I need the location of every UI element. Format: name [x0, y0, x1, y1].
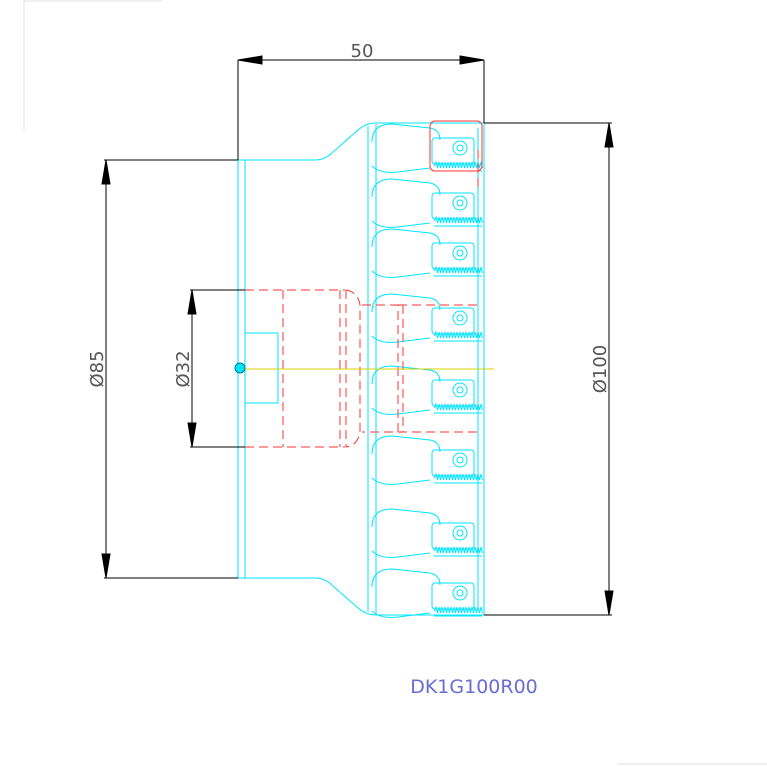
screw-head-icon [452, 452, 468, 468]
insert-seat [431, 242, 475, 270]
hidden-lines [245, 150, 479, 448]
flute-curve [371, 365, 441, 385]
flute-curve [371, 293, 441, 313]
insert-serration [433, 330, 483, 339]
screw-hole-icon [456, 529, 464, 537]
flute-curve [371, 610, 431, 618]
screw-head-icon [452, 525, 468, 541]
insert-serration [433, 402, 483, 411]
screw-hole-icon [456, 144, 464, 152]
flute-curve [371, 220, 431, 228]
flute-curve [371, 165, 431, 173]
insert-seat [431, 137, 475, 165]
diameter-32-label: Ø32 [173, 350, 194, 387]
part-code-label: DK1G100R00 [410, 676, 538, 698]
screw-hole-icon [456, 386, 464, 394]
flute-curve [371, 123, 441, 143]
length-dimension-label: 50 [351, 41, 374, 62]
insert-seat [431, 449, 475, 477]
screw-hole-icon [456, 589, 464, 597]
detail-marker [429, 120, 483, 172]
diameter-85-label: Ø85 [87, 350, 108, 387]
flute-curve [371, 270, 431, 278]
screw-head-icon [452, 245, 468, 261]
insert-seat [431, 192, 475, 220]
flute-curve [371, 508, 441, 528]
insert-seat [431, 522, 475, 550]
screw-head-icon [452, 140, 468, 156]
screw-head-icon [452, 310, 468, 326]
flute-curve [371, 435, 441, 455]
screw-hole-icon [456, 199, 464, 207]
diameter-100-label: Ø100 [590, 345, 611, 394]
insert-pockets [371, 123, 483, 618]
center-mark [234, 362, 246, 374]
flute-curve [371, 550, 431, 558]
insert-serration [433, 605, 483, 614]
insert-serration [433, 265, 483, 274]
flute-curve [371, 178, 441, 198]
flute-curve [371, 568, 441, 588]
dimension-lines [101, 55, 614, 616]
screw-head-icon [452, 195, 468, 211]
flute-curve [371, 407, 431, 415]
screw-hole-icon [456, 456, 464, 464]
screw-head-icon [452, 585, 468, 601]
insert-seat [431, 307, 475, 335]
screw-hole-icon [456, 314, 464, 322]
insert-serration [433, 160, 483, 169]
insert-serration [433, 472, 483, 481]
insert-serration [433, 545, 483, 554]
frame-lines [23, 0, 767, 765]
screw-hole-icon [456, 249, 464, 257]
insert-serration [433, 215, 483, 224]
insert-seat [431, 379, 475, 407]
screw-head-icon [452, 382, 468, 398]
flute-curve [371, 228, 441, 248]
insert-seat [431, 582, 475, 610]
flute-curve [371, 477, 431, 485]
flute-curve [371, 335, 431, 343]
